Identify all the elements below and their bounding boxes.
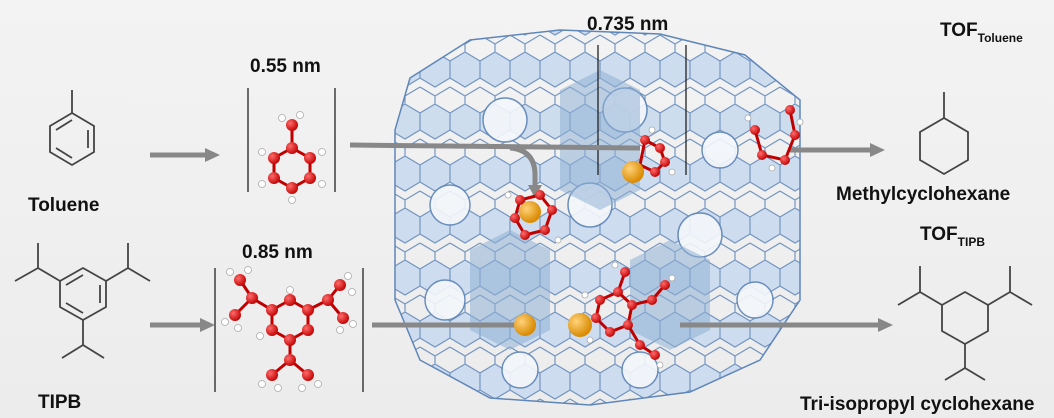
triisopropyl-cyclohexane-label: Tri-isopropyl cyclohexane: [800, 394, 1034, 415]
pore-size-label: 0.735 nm: [587, 14, 668, 35]
metal-particles: [514, 161, 644, 337]
toluene-label: Toluene: [28, 195, 99, 216]
toluene-ball-stick-model: [258, 111, 326, 204]
zeolite-framework: [394, 29, 801, 406]
arrows: [150, 142, 893, 332]
tipb-size-label: 0.85 nm: [242, 242, 313, 263]
toluene-size-bracket: [247, 88, 336, 192]
arrow-toluene-in: [150, 148, 220, 162]
tipb-label: TIPB: [38, 392, 81, 413]
tof-tipb-label: TOFTIPB: [920, 224, 985, 249]
toluene-size-label: 0.55 nm: [250, 56, 321, 77]
arrow-tipb-in: [150, 318, 215, 332]
tipb-size-bracket: [214, 268, 364, 392]
arrow-tipb-out: [680, 318, 893, 332]
arrow-toluene-down: [509, 145, 542, 198]
methylcyclohexane-structure: [919, 92, 969, 176]
methylcyclohexane-label: Methylcyclohexane: [836, 184, 1010, 205]
arrow-toluene-through: [349, 142, 641, 151]
tipb-ball-stick-model: [221, 266, 357, 392]
tof-toluene-label: TOFToluene: [940, 20, 1023, 45]
toluene-structure: [49, 90, 95, 167]
pore-size-marker: [597, 45, 687, 175]
tipb-structure: [14, 243, 151, 359]
triisopropyl-cyclohexane-structure: [897, 266, 1033, 381]
arrow-toluene-out: [790, 143, 885, 157]
adsorbed-molecules: [504, 105, 804, 369]
